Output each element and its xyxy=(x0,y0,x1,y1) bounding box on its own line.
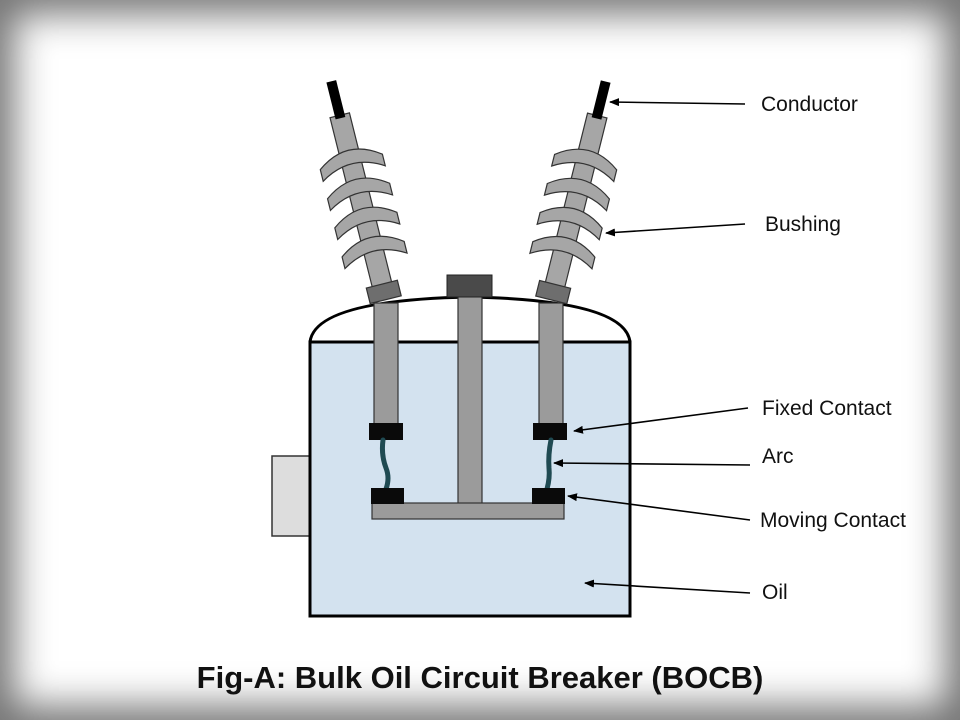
conductor-arrow xyxy=(609,98,746,107)
right-moving-contact xyxy=(532,488,565,504)
oil-label: Oil xyxy=(762,581,788,604)
moving-contact-label: Moving Contact xyxy=(760,509,906,532)
moving-crossbar xyxy=(371,502,565,520)
fixed-contact-label: Fixed Contact xyxy=(762,397,892,420)
bushing-arrow xyxy=(605,223,746,237)
operating-rod xyxy=(457,295,483,507)
right-rod xyxy=(538,302,564,426)
bushing-label: Bushing xyxy=(765,213,841,236)
conductor-label: Conductor xyxy=(761,93,858,116)
right-arc xyxy=(544,437,554,492)
fixed-contact-arrow xyxy=(573,407,749,434)
rod-cap xyxy=(446,274,493,298)
figure-caption: Fig-A: Bulk Oil Circuit Breaker (BOCB) xyxy=(196,660,764,695)
moving-contact-arrow xyxy=(567,493,751,521)
arc-arrow xyxy=(553,459,751,468)
left-moving-contact xyxy=(371,488,404,504)
left-arc xyxy=(379,437,391,492)
arc-label: Arc xyxy=(762,445,794,468)
right-fixed-contact xyxy=(533,423,567,440)
right-bushing xyxy=(529,80,618,305)
left-fixed-contact xyxy=(369,423,403,440)
left-bushing xyxy=(319,80,408,305)
oil-arrow xyxy=(584,579,751,594)
side-box xyxy=(271,455,311,537)
left-rod xyxy=(373,302,399,426)
